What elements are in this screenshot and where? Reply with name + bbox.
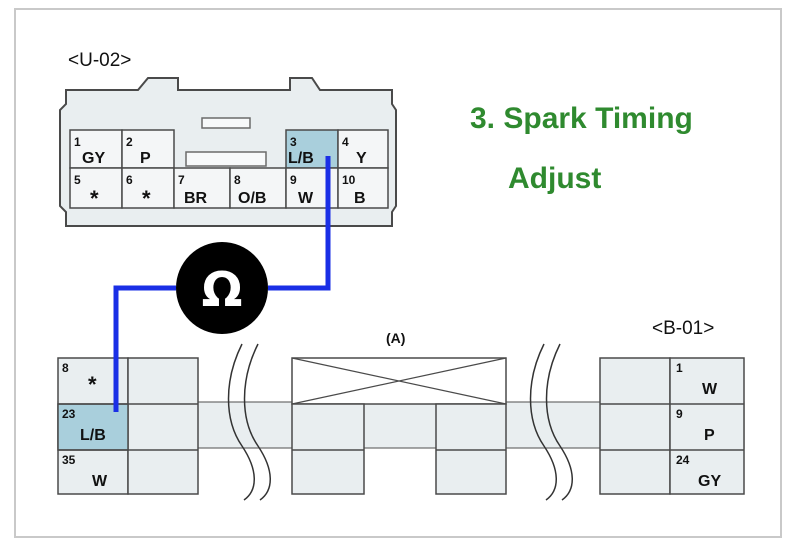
pin-b23-code: L/B xyxy=(80,427,106,444)
measurement-wire xyxy=(113,156,331,412)
pin-b8-code: * xyxy=(88,372,97,397)
pin-8-code: O/B xyxy=(238,190,266,207)
connector-top-pins xyxy=(69,129,389,209)
pin-7-code: BR xyxy=(184,190,208,207)
pin-b35-number: 35 xyxy=(62,453,76,467)
pin-b24-code: GY xyxy=(698,473,721,490)
pin-b8-number: 8 xyxy=(62,361,69,375)
pin-b23-number: 23 xyxy=(62,407,76,421)
pin-3-code: L/B xyxy=(288,150,314,167)
pin-b35-code: W xyxy=(92,473,108,490)
ohmmeter-icon: Ω xyxy=(176,242,268,334)
pin-10-number: 10 xyxy=(342,173,356,187)
pin-5-code: * xyxy=(90,186,99,211)
connector-top-name: <U-02> xyxy=(68,50,131,71)
pin-b1-number: 1 xyxy=(676,361,683,375)
connector-bottom-left xyxy=(57,357,199,495)
pin-6-number: 6 xyxy=(126,173,133,187)
pin-9-number: 9 xyxy=(290,173,297,187)
pin-3-number: 3 xyxy=(290,135,297,149)
pin-b1-code: W xyxy=(702,381,718,398)
connector-bottom-right xyxy=(599,357,745,495)
pin-7-number: 7 xyxy=(178,173,185,187)
title-line-2: Adjust xyxy=(508,162,601,195)
ohm-symbol: Ω xyxy=(202,262,243,318)
pin-b24-number: 24 xyxy=(676,453,690,467)
pin-2-number: 2 xyxy=(126,135,133,149)
pin-1-code: GY xyxy=(82,150,105,167)
pin-8-number: 8 xyxy=(234,173,241,187)
pin-b9-code: P xyxy=(704,427,715,444)
break-mark-left xyxy=(227,343,271,501)
pin-6-code: * xyxy=(142,186,151,211)
break-mark-right xyxy=(529,343,573,501)
pin-4-code: Y xyxy=(356,150,367,167)
pin-5-number: 5 xyxy=(74,173,81,187)
pin-b9-number: 9 xyxy=(676,407,683,421)
pin-1-number: 1 xyxy=(74,135,81,149)
harness-a xyxy=(291,357,507,495)
title-line-1: 3. Spark Timing xyxy=(470,102,693,135)
harness-label: (A) xyxy=(386,330,405,346)
pin-9-code: W xyxy=(298,190,314,207)
connector-bottom-name: <B-01> xyxy=(652,318,714,339)
pin-4-number: 4 xyxy=(342,135,349,149)
pin-10-code: B xyxy=(354,190,366,207)
pin-2-code: P xyxy=(140,150,151,167)
